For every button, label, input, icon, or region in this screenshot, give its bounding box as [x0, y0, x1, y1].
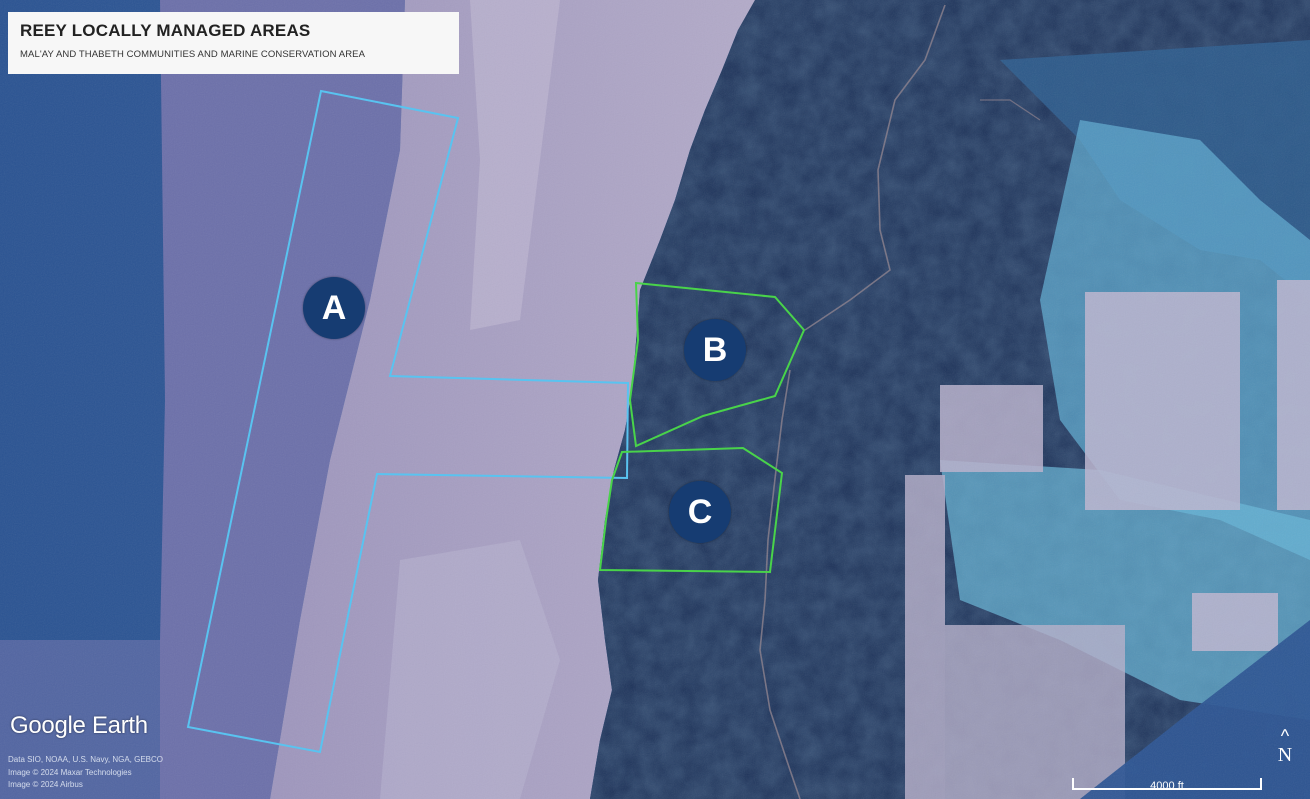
north-arrow-icon: ^ N — [1272, 726, 1298, 778]
credit-line: Data SIO, NOAA, U.S. Navy, NGA, GEBCO — [8, 755, 163, 764]
credit-line: Image © 2024 Airbus — [8, 780, 83, 789]
zone-a-badge[interactable]: A — [303, 277, 365, 339]
zone-b-badge[interactable]: B — [684, 319, 746, 381]
credit-line: Image © 2024 Maxar Technologies — [8, 767, 132, 777]
map-subtitle: MAL'AY AND THABETH COMMUNITIES AND MARIN… — [20, 49, 366, 60]
scale-bar-label: 4000 ft — [1150, 780, 1184, 792]
north-letter: N — [1277, 744, 1293, 766]
zone-c-outline[interactable] — [598, 446, 784, 574]
scale-bar-line — [1072, 778, 1262, 790]
scale-bar: 4000 ft — [1072, 772, 1262, 794]
zone-c-badge[interactable]: C — [669, 481, 731, 543]
google-earth-logo: Google Earth — [10, 712, 148, 739]
map-title: REEY LOCALLY MANAGED AREAS — [20, 21, 311, 40]
imagery-credits: Data SIO, NOAA, U.S. Navy, NGA, GEBCO Im… — [8, 754, 163, 792]
zone-b-outline[interactable] — [628, 281, 806, 448]
map-title-box: REEY LOCALLY MANAGED AREAS MAL'AY AND TH… — [8, 12, 459, 74]
zone-a-outline[interactable] — [186, 89, 630, 754]
north-arrow-glyph: ^ — [1280, 726, 1290, 746]
